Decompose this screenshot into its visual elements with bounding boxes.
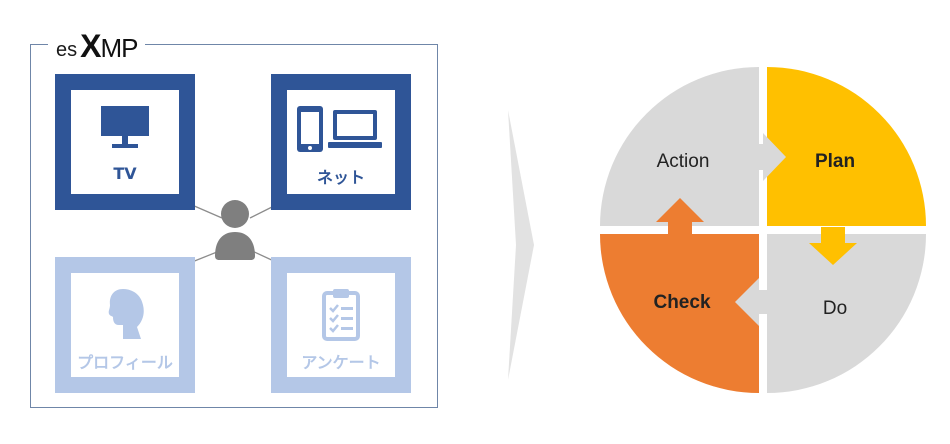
tile-net-label: ネット (316, 168, 365, 187)
flow-arrow-icon (508, 110, 534, 380)
tile-profile-label: プロフィール (77, 353, 173, 372)
arrow-check-to-action (656, 198, 704, 237)
person-icon (215, 200, 255, 260)
arrow-action-to-plan (738, 133, 786, 181)
connector-tv (191, 204, 223, 219)
tile-profile: プロフィール (55, 257, 195, 393)
tile-survey-label: アンケート (301, 353, 381, 372)
quadrant-action (600, 67, 759, 226)
logo-es-text: es (56, 39, 78, 61)
label-check: Check (653, 292, 710, 313)
pdca-cycle: Action Plan Check Do (598, 65, 928, 395)
tile-tv: TV (55, 74, 195, 210)
label-do: Do (823, 298, 847, 319)
tile-net: ネット (271, 74, 411, 210)
phone-laptop-icon (297, 106, 382, 152)
quadrant-do (767, 234, 926, 393)
label-action: Action (657, 151, 710, 172)
label-plan: Plan (815, 151, 855, 172)
tv-icon (101, 106, 149, 148)
arrow-do-to-check (735, 278, 784, 326)
head-profile-icon (108, 289, 144, 339)
logo-mp-text: MP (100, 33, 138, 63)
arrow-plan-to-do (809, 227, 857, 265)
tile-survey: アンケート (271, 257, 411, 393)
quadrant-check (600, 234, 759, 393)
data-sources-frame (30, 44, 438, 408)
logo-x-text: X (80, 28, 101, 64)
quadrant-plan (767, 67, 926, 226)
esxmp-logo: es X MP (48, 28, 146, 64)
tile-tv-label: TV (113, 164, 137, 183)
clipboard-icon (322, 289, 360, 341)
